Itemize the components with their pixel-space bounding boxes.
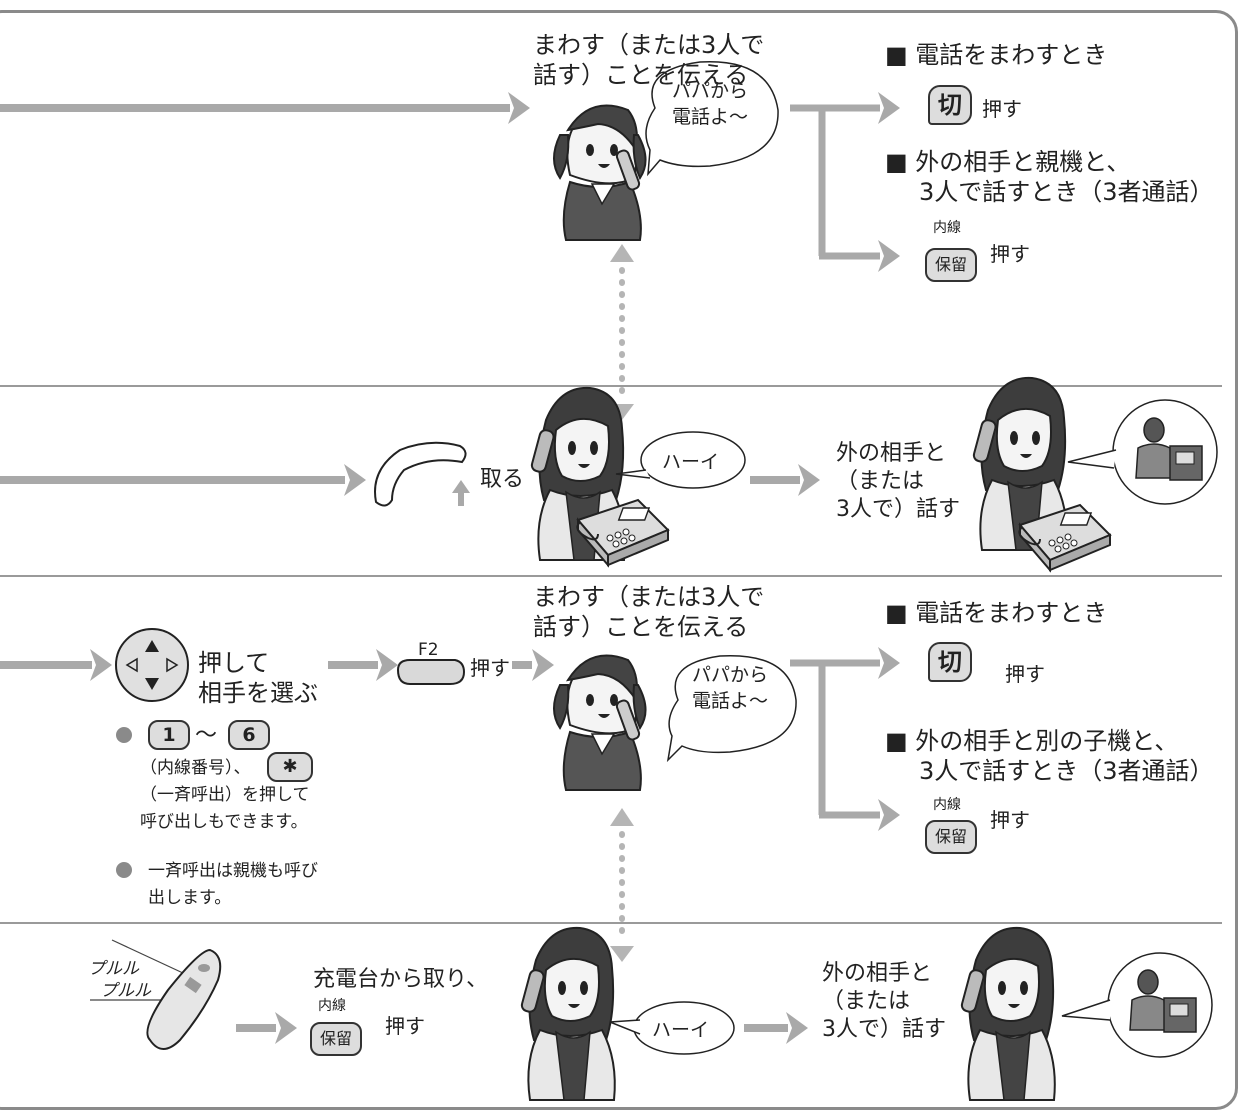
press-label: 押す [470,656,510,680]
key-caption: 内線 [933,797,961,813]
press-label: 押す [982,97,1022,121]
key-1: 1 [148,720,190,750]
diagram-frame [0,10,1238,1110]
option-title: ■ 電話をまわすとき [885,599,1108,627]
key-6: 6 [228,720,270,750]
speech-bubble-text: パパから 電話よ〜 [692,664,769,712]
key-caption: 内線 [318,998,346,1014]
pickup-label: 取る [480,467,525,492]
press-label: 押す [990,808,1030,832]
press-label: 押す [990,242,1030,266]
select-label: 押して 相手を選ぶ [198,649,318,707]
key-caption: 内線 [933,220,961,236]
option-title: ■ 電話をまわすとき [885,41,1108,69]
speech-bubble-text: ハーイ [662,451,720,473]
hold-key: 保留 [925,820,977,854]
speech-bubble-text: パパから 電話よ〜 [672,80,749,128]
off-key: 切 [928,85,972,125]
section-divider [0,575,1222,577]
ring-sound: プルル プルル [88,959,151,1001]
press-label: 押す [385,1014,425,1038]
caller-caption: まわす（または3人で 話す）ことを伝える [533,583,765,641]
f2-key-label: F2 [418,640,439,660]
key-star: ✱ [267,752,313,782]
hold-key: 保留 [310,1022,362,1056]
speech-bubble-text: ハーイ [652,1019,710,1041]
press-label: 押す [1005,662,1045,686]
option-title: ■ 外の相手と親機と、 3人で話すとき（3者通話） [885,148,1214,206]
note-text: （内線番号）、 （一斉呼出）を押して 呼び出しもできます。 [140,758,310,832]
section-divider [0,922,1222,924]
talk-caption: 外の相手と （または 3人で）話す [836,441,960,522]
caller-caption: まわす（または3人で 話す）ことを伝える [533,31,765,89]
option-title: ■ 外の相手と別の子機と、 3人で話すとき（3者通話） [885,727,1214,785]
talk-caption: 外の相手と （または 3人で）話す [822,961,946,1042]
note-text: 一斉呼出は親機も呼び 出します。 [148,861,318,908]
hold-key: 保留 [925,248,977,282]
take-label: 充電台から取り、 [313,967,489,992]
off-key: 切 [928,642,972,682]
section-divider [0,385,1222,387]
tilde: 〜 [195,723,218,748]
